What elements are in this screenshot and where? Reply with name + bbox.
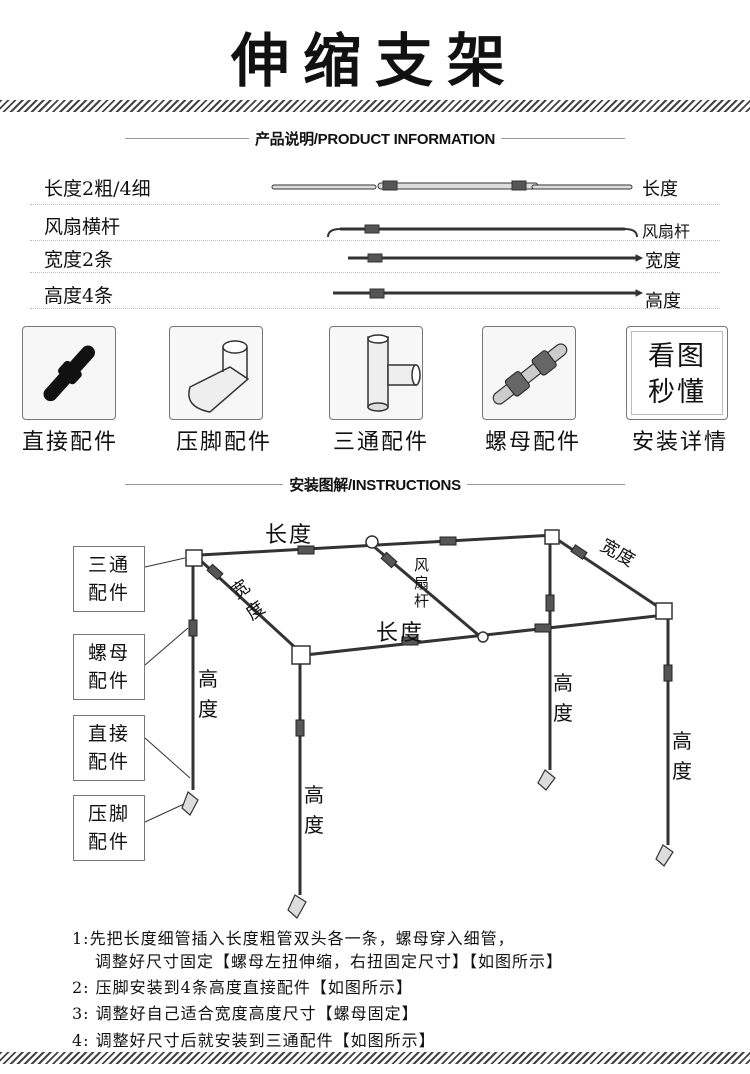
bottom-stripe-divider bbox=[0, 1052, 750, 1064]
foot-piece-box bbox=[169, 326, 263, 420]
fan-bar-icon bbox=[327, 224, 638, 238]
part-right-height: 高度 bbox=[645, 291, 681, 312]
nut-connector-box bbox=[482, 326, 576, 420]
width-rod-icon bbox=[348, 253, 644, 263]
straight-connector-box bbox=[22, 326, 116, 420]
length-rod-icon bbox=[271, 180, 633, 191]
caption-nut-connector: 螺母配件 bbox=[485, 430, 582, 455]
part-label-height: 高度4条 bbox=[44, 285, 114, 307]
part-label-width: 宽度2条 bbox=[44, 249, 114, 271]
instructions-header: 安装图解/INSTRUCTIONS bbox=[125, 474, 625, 494]
instruction-step-3: 3: 调整好自己适合宽度高度尺寸【螺母固定】 bbox=[72, 1004, 419, 1023]
part-right-width: 宽度 bbox=[645, 251, 681, 272]
instruction-detail-box: 看图 秒懂 bbox=[626, 326, 728, 420]
straight-connector-icon bbox=[43, 345, 95, 402]
side-box-tee: 三通配件 bbox=[73, 546, 145, 612]
caption-straight-connector: 直接配件 bbox=[22, 430, 119, 455]
parts-illustration bbox=[271, 180, 644, 299]
diagram-label-height-2: 高度 bbox=[304, 783, 324, 837]
instruction-step-2: 2: 压脚安装到4条高度直接配件【如图所示】 bbox=[72, 978, 413, 997]
diagram-label-height-1: 高度 bbox=[198, 667, 218, 721]
part-label-length: 长度2粗/4细 bbox=[44, 178, 151, 200]
caption-install-detail: 安装详情 bbox=[632, 430, 729, 455]
diagram-label-height-3: 高度 bbox=[553, 671, 573, 725]
part-right-fan-bar: 风扇杆 bbox=[642, 222, 691, 241]
instruction-step-1-cont: 调整好尺寸固定【螺母左扭伸缩，右扭固定尺寸】【如图所示】 bbox=[95, 952, 564, 971]
diagram-label-fan: 风扇杆 bbox=[414, 556, 430, 610]
side-box-foot: 压脚配件 bbox=[73, 795, 145, 861]
tee-connector-icon bbox=[367, 334, 421, 412]
nut-connector-icon bbox=[492, 343, 568, 405]
product-info-header: 产品说明/PRODUCT INFORMATION bbox=[125, 128, 625, 148]
part-label-fan-bar: 风扇横杆 bbox=[44, 216, 121, 238]
frame-diagram bbox=[144, 529, 674, 919]
page-title: 伸缩支架 bbox=[230, 27, 519, 95]
diagram-label-length-top: 长度 bbox=[265, 523, 314, 548]
part-right-length: 长度 bbox=[642, 179, 678, 200]
diagram-label-height-4: 高度 bbox=[672, 729, 692, 783]
height-rod-icon bbox=[333, 288, 644, 299]
foot-piece-icon bbox=[188, 340, 250, 413]
instruction-step-1: 1:先把长度细管插入长度粗管双头各一条，螺母穿入细管， bbox=[72, 929, 515, 948]
instruction-step-4: 4: 调整好尺寸后就安装到三通配件【如图所示】 bbox=[72, 1031, 436, 1050]
see-picture-text: 看图 秒懂 bbox=[648, 341, 706, 408]
caption-tee-connector: 三通配件 bbox=[333, 430, 430, 455]
top-stripe-divider bbox=[0, 100, 750, 112]
side-box-straight: 直接配件 bbox=[73, 715, 145, 781]
tee-connector-box bbox=[329, 326, 423, 420]
caption-foot-piece: 压脚配件 bbox=[176, 430, 273, 455]
diagram-label-length-mid: 长度 bbox=[376, 621, 425, 646]
side-box-nut: 螺母配件 bbox=[73, 634, 145, 700]
